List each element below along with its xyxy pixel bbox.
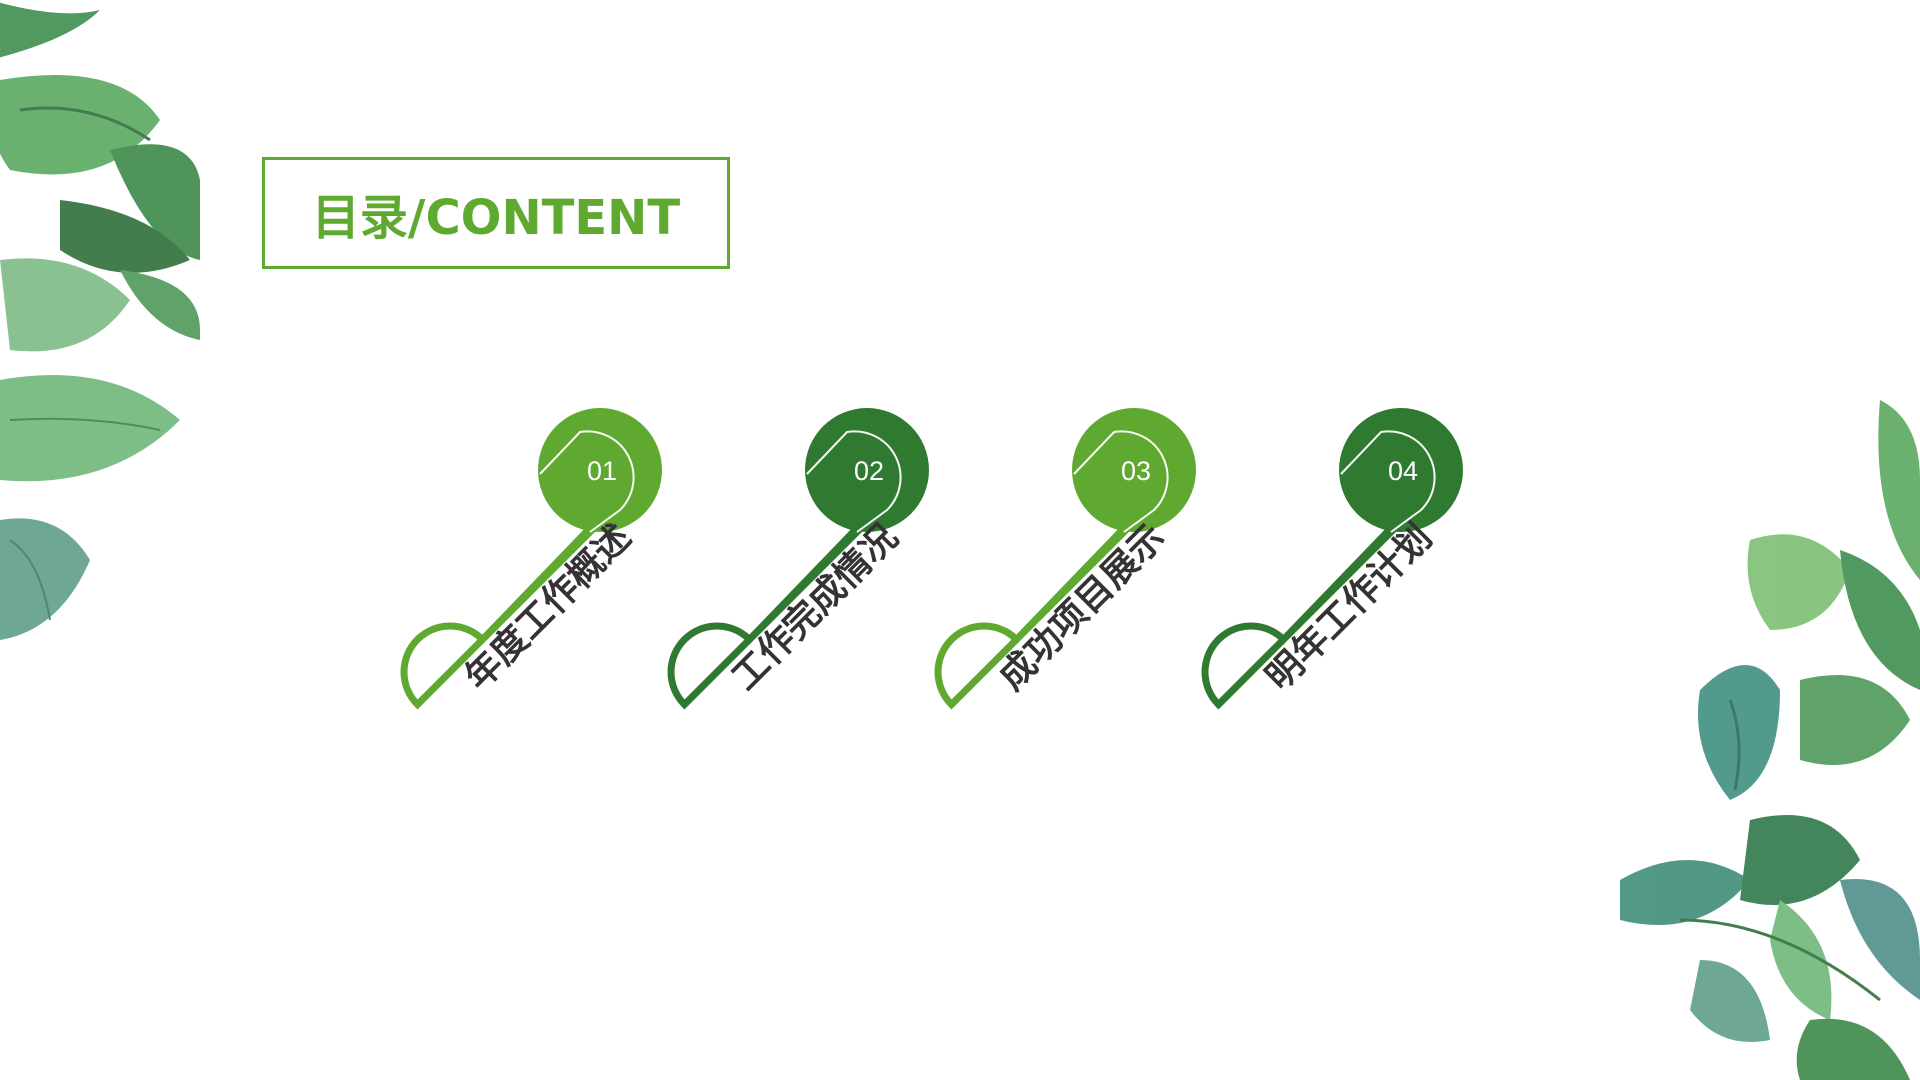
toc-circle-decoration bbox=[539, 430, 635, 533]
toc-item[interactable]: 02 工作完成情况 bbox=[667, 408, 929, 710]
toc-circle-decoration bbox=[1073, 430, 1169, 533]
toc-connector bbox=[667, 524, 863, 710]
leaves-right-image bbox=[1580, 400, 1920, 1080]
toc-number: 03 bbox=[1121, 456, 1151, 486]
toc-number-circle bbox=[538, 408, 662, 532]
toc-item[interactable]: 04 明年工作计划 bbox=[1201, 408, 1463, 710]
toc-number-circle bbox=[805, 408, 929, 532]
toc-connector bbox=[934, 524, 1130, 710]
toc-number-circle bbox=[1339, 408, 1463, 532]
toc-number-circle bbox=[1072, 408, 1196, 532]
toc-connector bbox=[400, 524, 596, 710]
toc-label: 成功项目展示 bbox=[991, 517, 1173, 699]
toc-item[interactable]: 03 成功项目展示 bbox=[934, 408, 1196, 710]
toc-number: 04 bbox=[1388, 456, 1418, 486]
toc-circle-decoration bbox=[806, 430, 902, 533]
toc-number: 02 bbox=[854, 456, 884, 486]
toc-circle-decoration bbox=[1340, 430, 1436, 533]
page-title: 目录/CONTENT bbox=[311, 190, 681, 246]
toc-connector bbox=[1201, 524, 1397, 710]
title-box: 目录/CONTENT bbox=[262, 157, 730, 269]
toc-label: 年度工作概述 bbox=[457, 517, 639, 699]
leaves-left-image bbox=[0, 0, 200, 680]
toc-label: 明年工作计划 bbox=[1258, 517, 1440, 699]
toc-item[interactable]: 01 年度工作概述 bbox=[400, 408, 662, 710]
toc-label: 工作完成情况 bbox=[724, 517, 906, 699]
toc-number: 01 bbox=[587, 456, 617, 486]
